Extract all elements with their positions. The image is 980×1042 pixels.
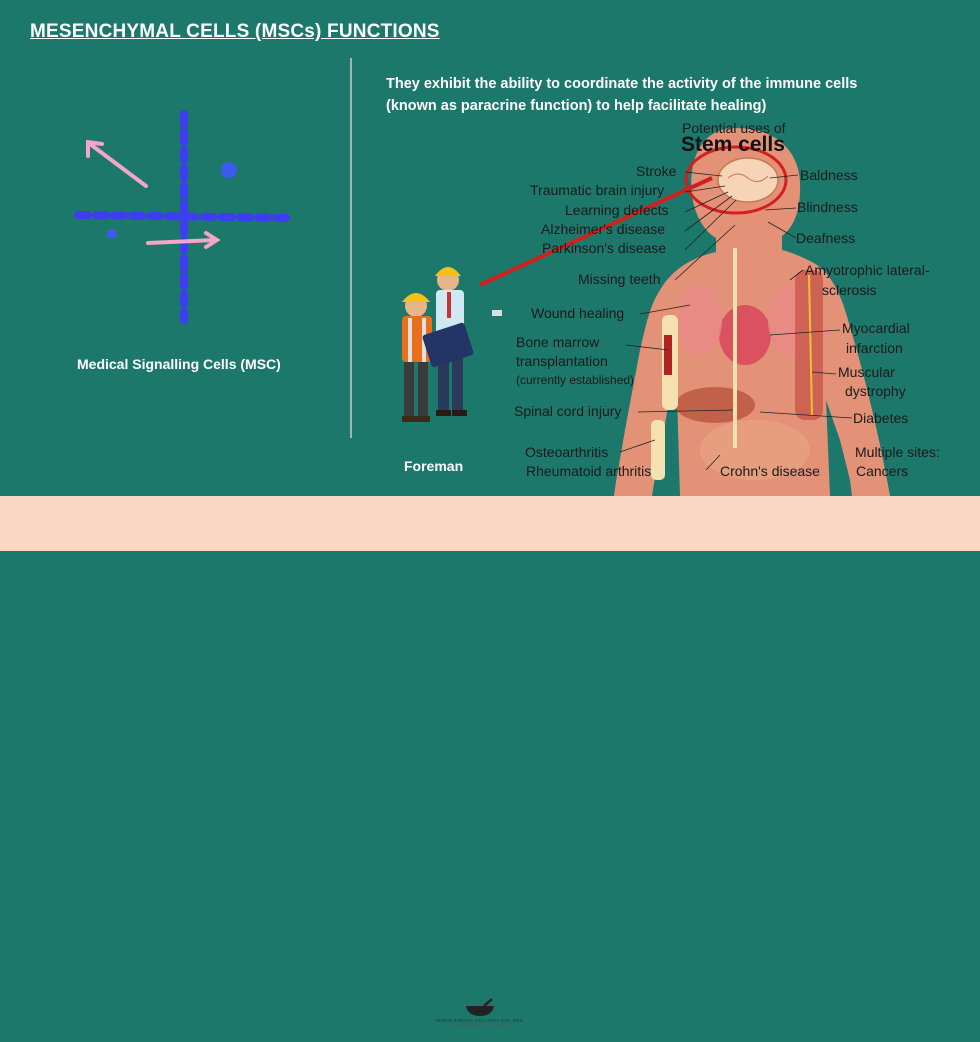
- label-spinal-cord-injury: Spinal cord injury: [514, 403, 622, 419]
- company-tagline: Premier Healthcare & Travel Consultancy: [449, 1023, 511, 1027]
- leg-bone: [651, 420, 665, 480]
- label-infarction: infarction: [846, 340, 903, 356]
- hard-hat: [402, 293, 430, 302]
- cell-dot: [107, 229, 117, 239]
- label-missing-teeth: Missing teeth: [578, 271, 661, 287]
- pointer-line: [479, 176, 713, 287]
- slide: MESENCHYMAL CELLS (MSCs) FUNCTIONS Medic…: [0, 0, 980, 496]
- company-logo: NORTH BORNEO WELLNESS SDN. BHD. Premier …: [430, 998, 530, 1042]
- msc-signalling-illustration: [74, 110, 294, 324]
- footer-bar: NORTH BORNEO WELLNESS SDN. BHD. Premier …: [0, 496, 980, 1027]
- figure-heading-big: Stem cells: [681, 133, 785, 156]
- foreman-illustration: [402, 267, 502, 422]
- figure-heading-small: Potential uses of: [682, 120, 786, 136]
- label-deafness: Deafness: [796, 230, 856, 246]
- label-multiple-sites: Multiple sites:: [855, 444, 940, 460]
- arm-muscle: [795, 270, 823, 420]
- label-sclerosis: sclerosis: [822, 282, 877, 298]
- body-figure: [479, 128, 890, 496]
- label-parkinsons: Parkinson's disease: [542, 240, 667, 256]
- intro-text: They exhibit the ability to coordinate t…: [386, 76, 858, 114]
- spinal-cord: [733, 248, 737, 448]
- brain: [717, 157, 779, 203]
- label-bone-marrow: Bone marrow: [516, 334, 600, 350]
- hard-hat: [435, 267, 461, 276]
- label-crohns: Crohn's disease: [720, 463, 820, 479]
- label-wound-healing: Wound healing: [531, 305, 625, 321]
- label-currently-established: (currently established): [516, 373, 635, 387]
- label-blindness: Blindness: [797, 199, 858, 215]
- label-transplantation: transplantation: [516, 353, 608, 369]
- label-stroke: Stroke: [636, 163, 677, 179]
- label-muscular: Muscular: [838, 364, 895, 380]
- label-traumatic-brain-injury: Traumatic brain injury: [530, 182, 665, 198]
- label-dystrophy: dystrophy: [845, 383, 906, 399]
- slide-title: MESENCHYMAL CELLS (MSCs) FUNCTIONS: [30, 21, 440, 42]
- label-als: Amyotrophic lateral-: [805, 262, 930, 278]
- label-baldness: Baldness: [800, 167, 858, 183]
- label-cancers: Cancers: [856, 463, 909, 479]
- mortar-pestle-icon: [466, 998, 494, 1016]
- label-diabetes: Diabetes: [853, 410, 909, 426]
- label-alzheimers: Alzheimer's disease: [541, 221, 666, 237]
- foreman-caption: Foreman: [404, 458, 464, 474]
- lung-left: [678, 284, 722, 356]
- intestines: [700, 420, 810, 480]
- liver: [675, 387, 755, 423]
- msc-caption: Medical Signalling Cells (MSC): [77, 356, 281, 372]
- cell-dot: [221, 162, 237, 178]
- label-rheumatoid-arthritis: Rheumatoid arthritis: [526, 463, 652, 479]
- label-myocardial: Myocardial: [842, 320, 910, 336]
- vertical-divider: [350, 58, 352, 438]
- heart: [719, 305, 771, 365]
- tablet: [422, 322, 474, 368]
- label-osteoarthritis: Osteoarthritis: [525, 444, 609, 460]
- label-learning-defects: Learning defects: [565, 202, 669, 218]
- phone: [492, 310, 502, 316]
- highlight-oval: [684, 145, 788, 215]
